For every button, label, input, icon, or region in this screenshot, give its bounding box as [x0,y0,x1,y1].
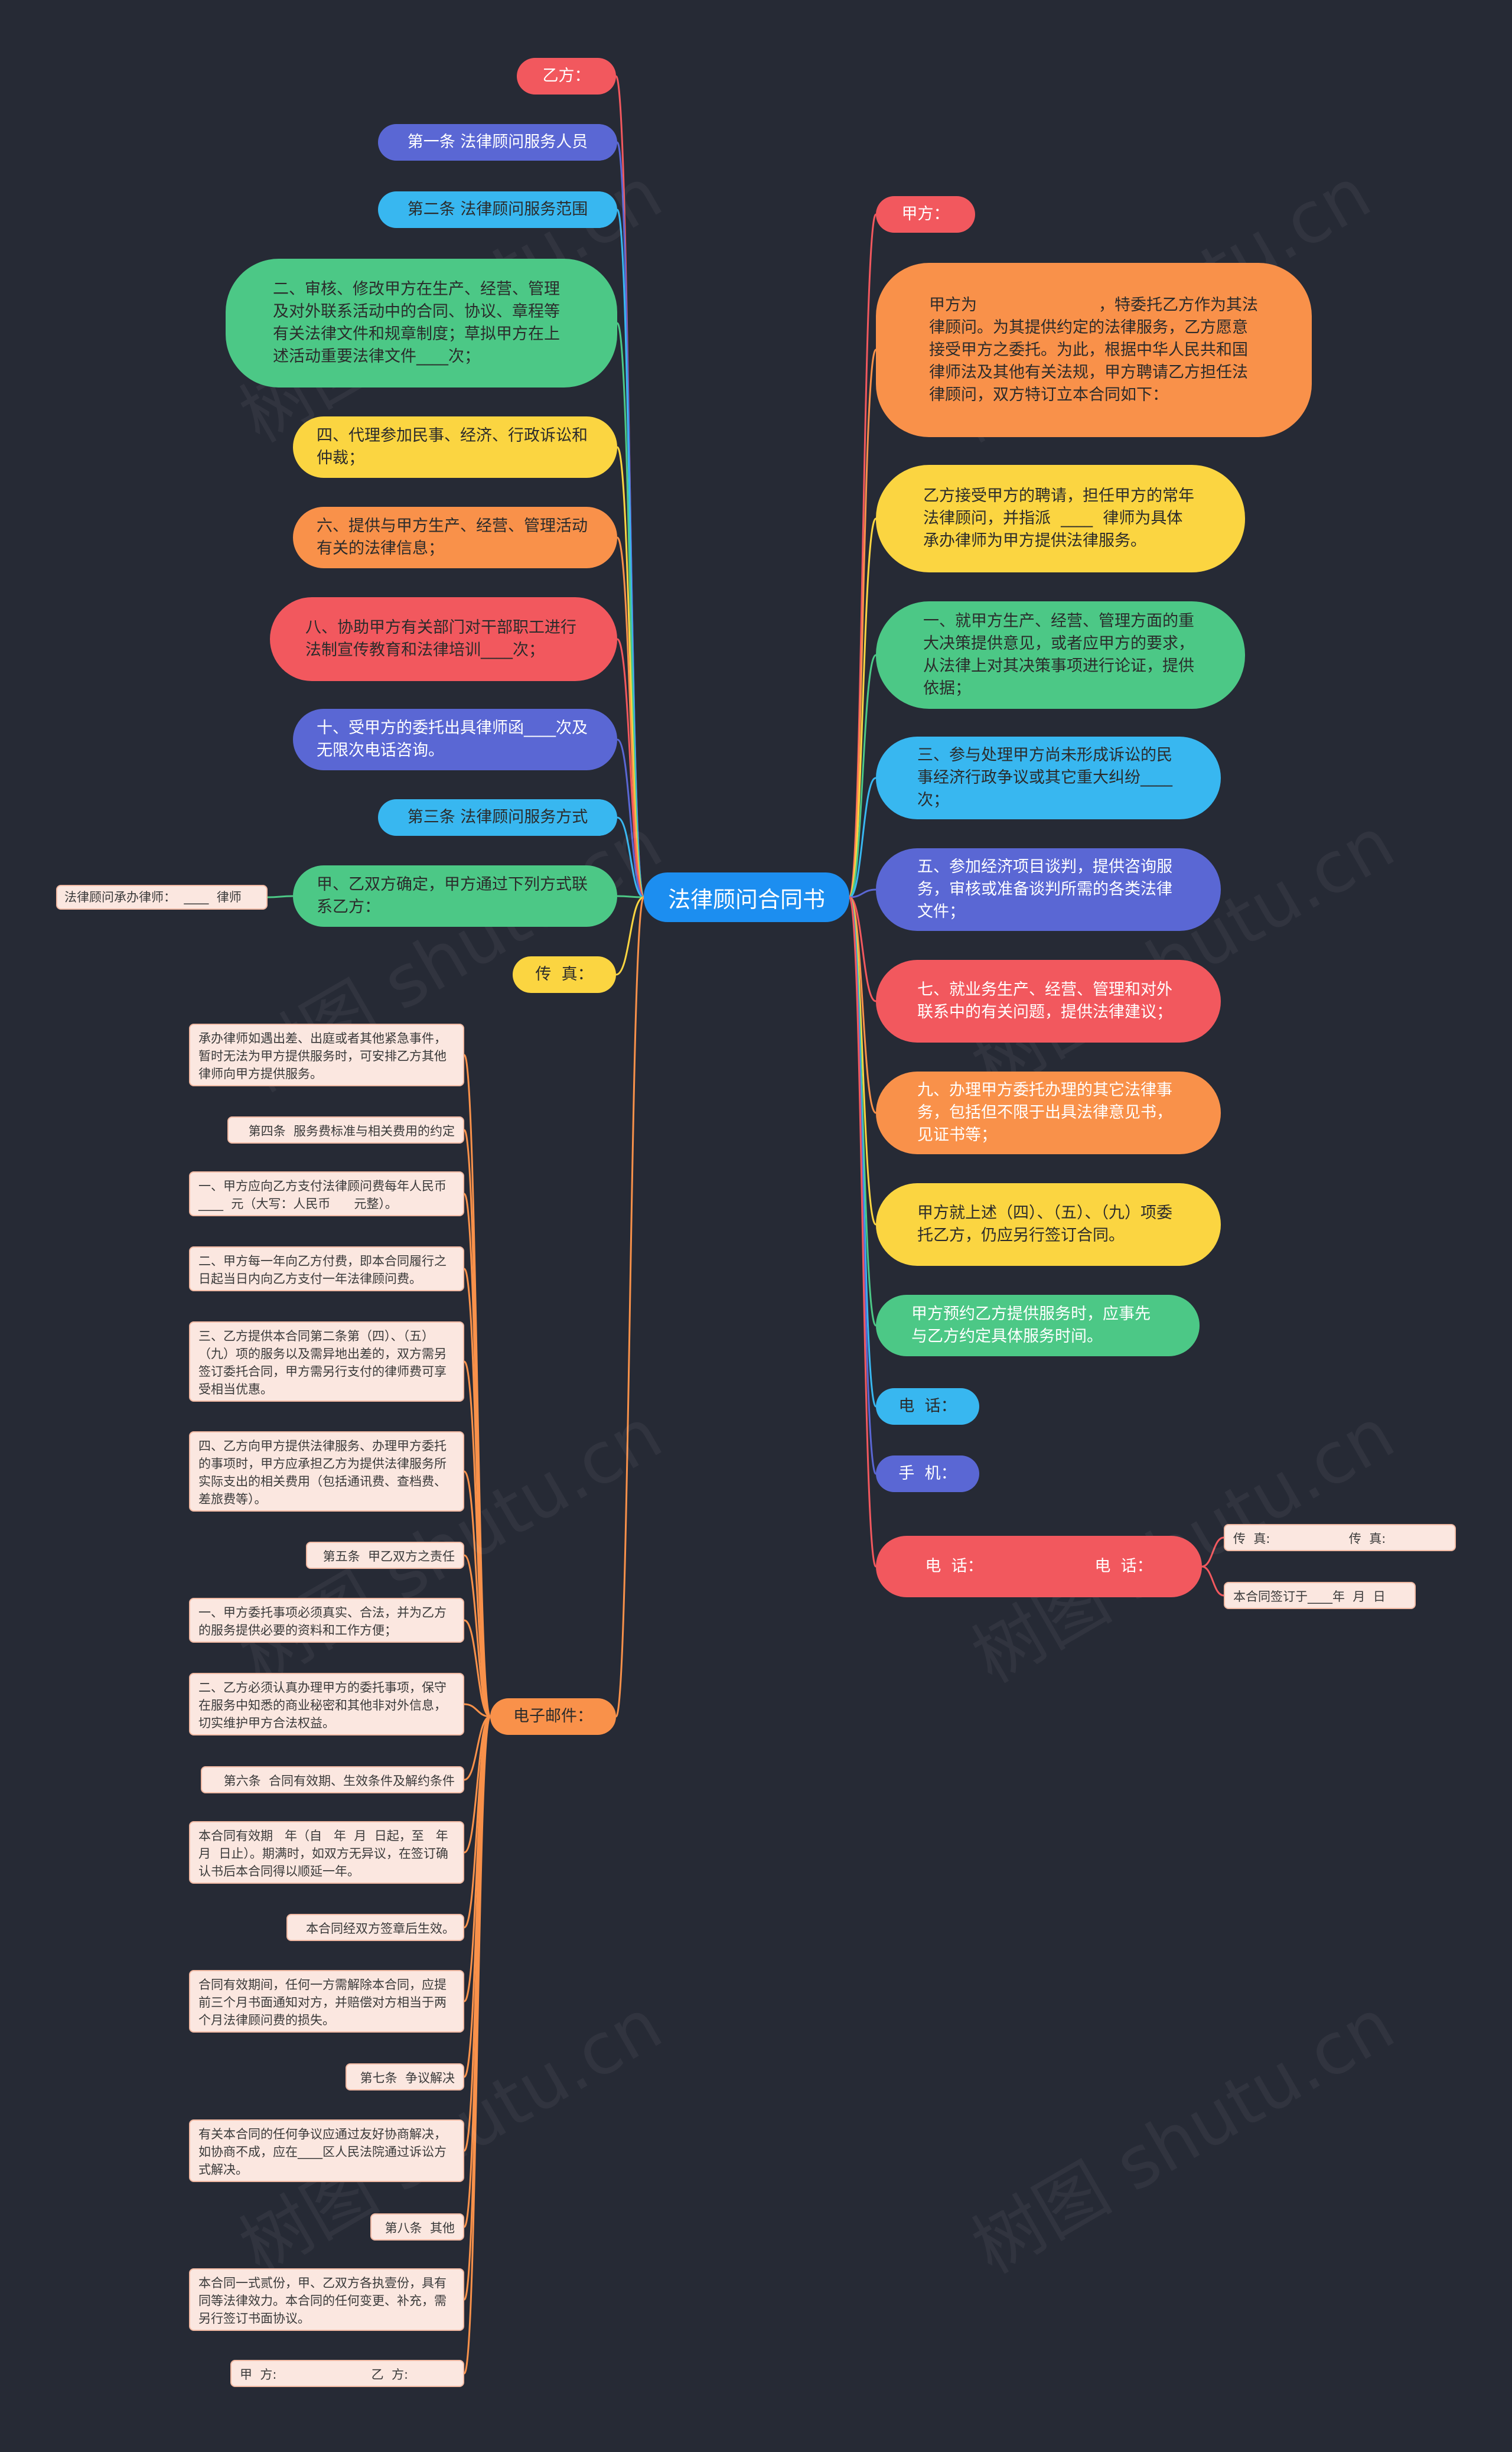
node-article-1[interactable]: 第一条 法律顾问服务人员 [378,124,617,161]
note-17[interactable]: 本合同一式贰份，甲、乙双方各执壹份，具有同等法律效力。本合同的任何变更、补充，需… [189,2268,464,2331]
note-8[interactable]: 一、甲方委托事项必须真实、合法，并为乙方的服务提供必要的资料和工作方便； [189,1598,464,1643]
connector-right [848,213,877,898]
root-node[interactable]: 法律顾问合同书 [644,872,849,922]
note-date[interactable]: 本合同签订于____年 月 日 [1224,1582,1416,1609]
node-appoint[interactable]: 甲方预约乙方提供服务时，应事先与乙方约定具体服务时间。 [876,1295,1200,1356]
node-item-6[interactable]: 六、提供与甲方生产、经营、管理活动有关的法律信息； [293,507,617,568]
node-item-5[interactable]: 五、参加经济项目谈判，提供咨询服务，审核或准备谈判所需的各类法律文件； [876,848,1221,931]
node-item-2[interactable]: 二、审核、修改甲方在生产、经营、管理及对外联系活动中的合同、协议、章程等有关法律… [226,259,617,387]
note-16[interactable]: 第八条 其他 [370,2213,464,2241]
note-contact-lawyer[interactable]: 法律顾问承办律师： ____ 律师 [56,885,268,910]
node-fax[interactable]: 传 真： [513,956,616,993]
note-5[interactable]: 三、乙方提供本合同第二条第（四）、（五）（九）项的服务以及需异地出差的，双方需另… [189,1321,464,1402]
note-9[interactable]: 二、乙方必须认真办理甲方的委托事项，保守在服务中知悉的商业秘密和其他非对外信息，… [189,1673,464,1735]
note-1[interactable]: 承办律师如遇出差、出庭或者其他紧急事件，暂时无法为甲方提供服务时，可安排乙方其他… [189,1024,464,1086]
connector-right [849,896,876,1002]
node-extra[interactable]: 甲方就上述（四）、（五）、（九）项委托乙方，仍应另行签订合同。 [876,1183,1221,1266]
note-6[interactable]: 四、乙方向甲方提供法律服务、办理甲方委托的事项时，甲方应承担乙方为提供法律服务所… [189,1431,464,1512]
connector-email-note [464,1715,491,1781]
connector-left [616,638,645,898]
note-fax-2[interactable]: 传 真: 传 真: [1224,1524,1456,1551]
connector-right [849,777,876,898]
note-11[interactable]: 本合同有效期 年（自 年 月 日起，至 年 月 日止）。期满时，如双方无异议，在… [189,1821,464,1884]
connector-left [617,895,644,898]
connector-right [848,517,877,898]
connector-email-note [464,1554,491,1718]
connector-left [617,816,644,898]
node-article-3[interactable]: 第三条 法律顾问服务方式 [378,799,617,836]
node-jiafang[interactable]: 甲方： [876,196,975,233]
connector-left [615,896,645,1718]
note-14[interactable]: 第七条 争议解决 [346,2063,464,2090]
connector-email-note [463,1715,491,2375]
note-2[interactable]: 第四条 服务费标准与相关费用的约定 [227,1116,464,1144]
node-mobile[interactable]: 手 机： [876,1455,979,1492]
node-article-2[interactable]: 第二条 法律顾问服务范围 [378,191,617,228]
connector-email-note [463,1268,491,1718]
connector-right [848,654,877,898]
node-phone-2[interactable]: 电 话： 电 话： [876,1536,1202,1597]
note-13[interactable]: 合同有效期间，任何一方需解除本合同，应提前三个月书面通知对方，并赔偿对方相当于两… [189,1970,464,2033]
note-18[interactable]: 甲 方: 乙 方: [230,2360,464,2387]
node-item-7[interactable]: 七、就业务生产、经营、管理和对外联系中的有关问题，提供法律建议； [876,960,1221,1043]
node-email[interactable]: 电子邮件： [490,1698,616,1735]
node-item-1[interactable]: 一、就甲方生产、经营、管理方面的重大决策提供意见，或者应甲方的要求，从法律上对其… [876,601,1245,709]
connector-email-note [463,1360,491,1718]
connector-left [617,738,644,898]
node-intro[interactable]: 甲方为 ，特委托乙方作为其法律顾问。为其提供约定的法律服务，乙方愿意接受甲方之委… [876,263,1312,437]
node-item-3[interactable]: 三、参与处理甲方尚未形成诉讼的民事经济行政争议或其它重大纠纷____次； [876,737,1221,819]
node-accept[interactable]: 乙方接受甲方的聘请，担任甲方的常年法律顾问，并指派 ____ 律师为具体承办律师… [876,465,1245,572]
connector-left [615,896,644,976]
connector-email-note [464,1703,491,1718]
connector-phone-note [1201,1536,1224,1568]
connector-right [848,349,877,898]
connector-phone-note [1201,1565,1224,1597]
note-12[interactable]: 本合同经双方签章后生效。 [286,1914,464,1941]
connector-email-note [463,1470,491,1718]
node-item-9[interactable]: 九、办理甲方委托办理的其它法律事务，包括但不限于出具法律意见书，见证书等； [876,1072,1221,1154]
note-3[interactable]: 一、甲方应向乙方支付法律顾问费每年人民币 ____ 元（大写：人民币 元整）。 [189,1171,464,1216]
connector-contact-note [267,895,294,898]
node-item-8[interactable]: 八、协助甲方有关部门对干部职工进行法制宣传教育和法律培训____次； [270,597,617,681]
node-item-4[interactable]: 四、代理参加民事、经济、行政诉讼和仲裁； [293,416,617,478]
node-phone[interactable]: 电 话： [876,1388,979,1425]
note-4[interactable]: 二、甲方每一年向乙方付费，即本合同履行之日起当日内向乙方支付一年法律顾问费。 [189,1246,464,1291]
connector-email-note [464,1619,491,1718]
node-item-10[interactable]: 十、受甲方的委托出具律师函____次及无限次电话咨询。 [293,709,617,770]
note-7[interactable]: 第五条 甲乙双方之责任 [306,1542,464,1569]
node-contact[interactable]: 甲、乙双方确定，甲方通过下列方式联系乙方： [293,865,617,927]
connector-right [849,888,876,898]
note-10[interactable]: 第六条 合同有效期、生效条件及解约条件 [201,1766,464,1793]
connector-right [848,896,877,1568]
note-15[interactable]: 有关本合同的任何争议应通过友好协商解决，如协商不成，应在____区人民法院通过诉… [189,2119,464,2182]
node-yifang[interactable]: 乙方： [517,58,616,95]
